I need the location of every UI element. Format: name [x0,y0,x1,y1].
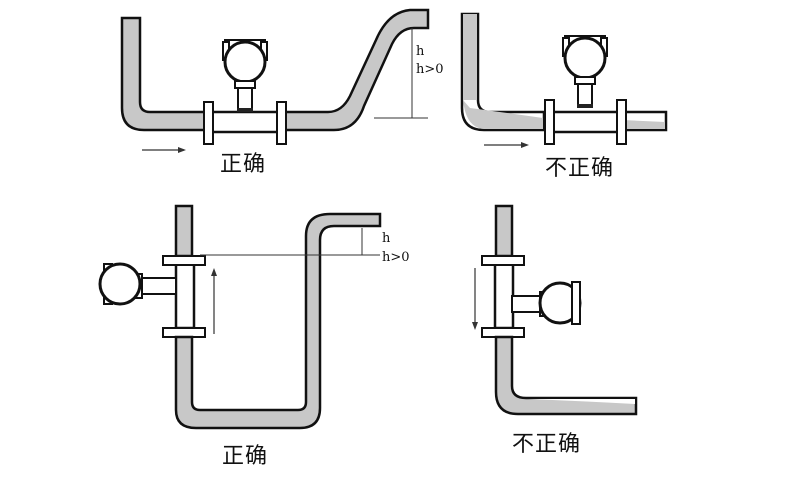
panel-bottom-right [472,204,638,416]
transmitter-head [561,34,609,110]
pipe-outlet-rising [280,8,430,132]
pipe-inlet-fill [463,14,477,100]
pipe-top-vertical [174,204,194,258]
height-label-condition: h>0 [416,62,444,77]
meter-body [493,260,515,330]
flange-left [203,101,214,145]
pipe-u-bend [174,212,382,430]
flow-arrowhead [472,322,478,330]
panel-label-incorrect: 不正确 [512,432,582,457]
flow-arrowhead [211,268,217,276]
partial-fill-outlet [623,120,665,129]
transmitter-head [98,262,177,306]
panel-label-incorrect: 不正确 [545,156,615,181]
flange-top [481,255,525,266]
panel-label-correct: 正确 [220,152,267,177]
flow-arrowhead [178,147,186,153]
height-label-h: h [382,231,391,246]
flange-left [544,99,555,145]
panel-label-correct: 正确 [222,444,269,469]
meter-body [551,110,621,134]
partial-empty [528,399,635,404]
pipe-top-vertical [494,204,514,258]
flange-bottom [162,327,206,338]
flange-top [162,255,206,266]
flange-right [616,99,627,145]
height-label-h: h [416,44,425,59]
pipe-elbow [494,335,638,416]
panel-top-right [460,12,668,148]
flow-arrowhead [521,142,529,148]
height-label-condition: h>0 [382,250,410,265]
panel-top-left [120,8,430,153]
flange-right [276,101,287,145]
transmitter-head [511,281,582,325]
partial-fill [463,100,543,129]
pipe-inlet [120,16,207,132]
flange-bottom [481,327,525,338]
meter-body [210,110,280,134]
meter-body [174,260,196,330]
panel-bottom-left [98,204,382,430]
transmitter-head [221,38,269,114]
